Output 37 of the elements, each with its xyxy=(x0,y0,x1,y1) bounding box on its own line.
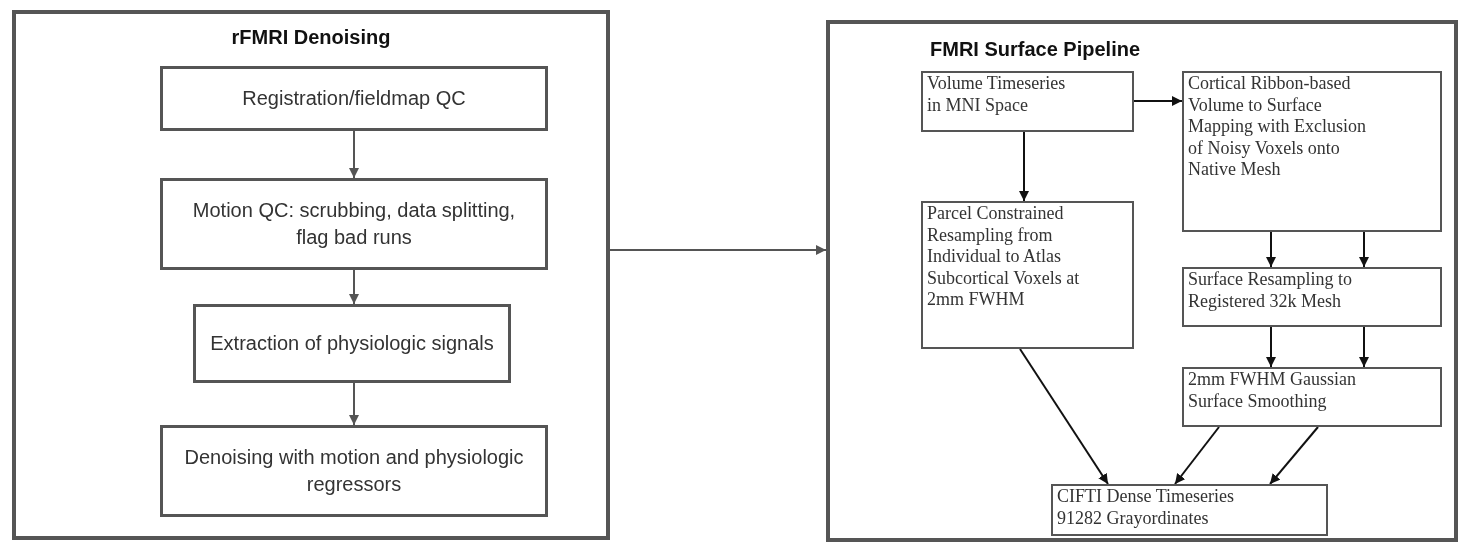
step-text: Registration/fieldmap QC xyxy=(242,86,466,111)
arrow xyxy=(1133,96,1183,106)
arrow xyxy=(1266,326,1276,368)
step-text: Denoising with motion and physiologic regressors xyxy=(183,445,525,497)
process-box xyxy=(160,425,548,517)
step-text: Surface Resampling to Registered 32k Mesh xyxy=(1188,269,1353,313)
arrow xyxy=(349,269,359,305)
process-box xyxy=(1182,71,1442,232)
step-text: Cortical Ribbon-based Volume to Surface Mapping with Exclusion of Noisy Voxels onto Native Mesh xyxy=(1188,73,1367,181)
step-text: Extraction of physiologic signals xyxy=(210,331,494,356)
panel-box xyxy=(826,20,1458,542)
arrow xyxy=(609,245,827,255)
process-box xyxy=(160,178,548,270)
process-box xyxy=(1182,267,1442,327)
step-text: Motion QC: scrubbing, data splitting, flag bad runs xyxy=(191,198,517,250)
step-text: Parcel Constrained Resampling from Individual to Atlas Subcortical Voxels at 2mm FWHM xyxy=(927,203,1081,311)
step-text: Volume Timeseries in MNI Space xyxy=(927,73,1067,117)
panel-box xyxy=(12,10,610,540)
process-box xyxy=(1182,367,1442,427)
panel-title: rFMRI Denoising xyxy=(230,26,392,49)
arrow xyxy=(1019,348,1109,485)
process-box xyxy=(160,66,548,131)
panel-title: FMRI Surface Pipeline xyxy=(930,38,1141,61)
arrow xyxy=(1359,326,1369,368)
step-text: 2mm FWHM Gaussian Surface Smoothing xyxy=(1188,369,1357,413)
arrow xyxy=(1269,426,1319,485)
arrow xyxy=(1359,231,1369,268)
process-box xyxy=(921,71,1134,132)
arrow xyxy=(1019,131,1029,202)
arrow xyxy=(1174,426,1220,485)
process-box xyxy=(1051,484,1328,536)
arrow xyxy=(349,382,359,426)
arrow xyxy=(1266,231,1276,268)
process-box xyxy=(921,201,1134,349)
arrow xyxy=(349,130,359,179)
process-box xyxy=(193,304,511,383)
step-text: CIFTI Dense Timeseries 91282 Grayordinates xyxy=(1057,486,1235,530)
